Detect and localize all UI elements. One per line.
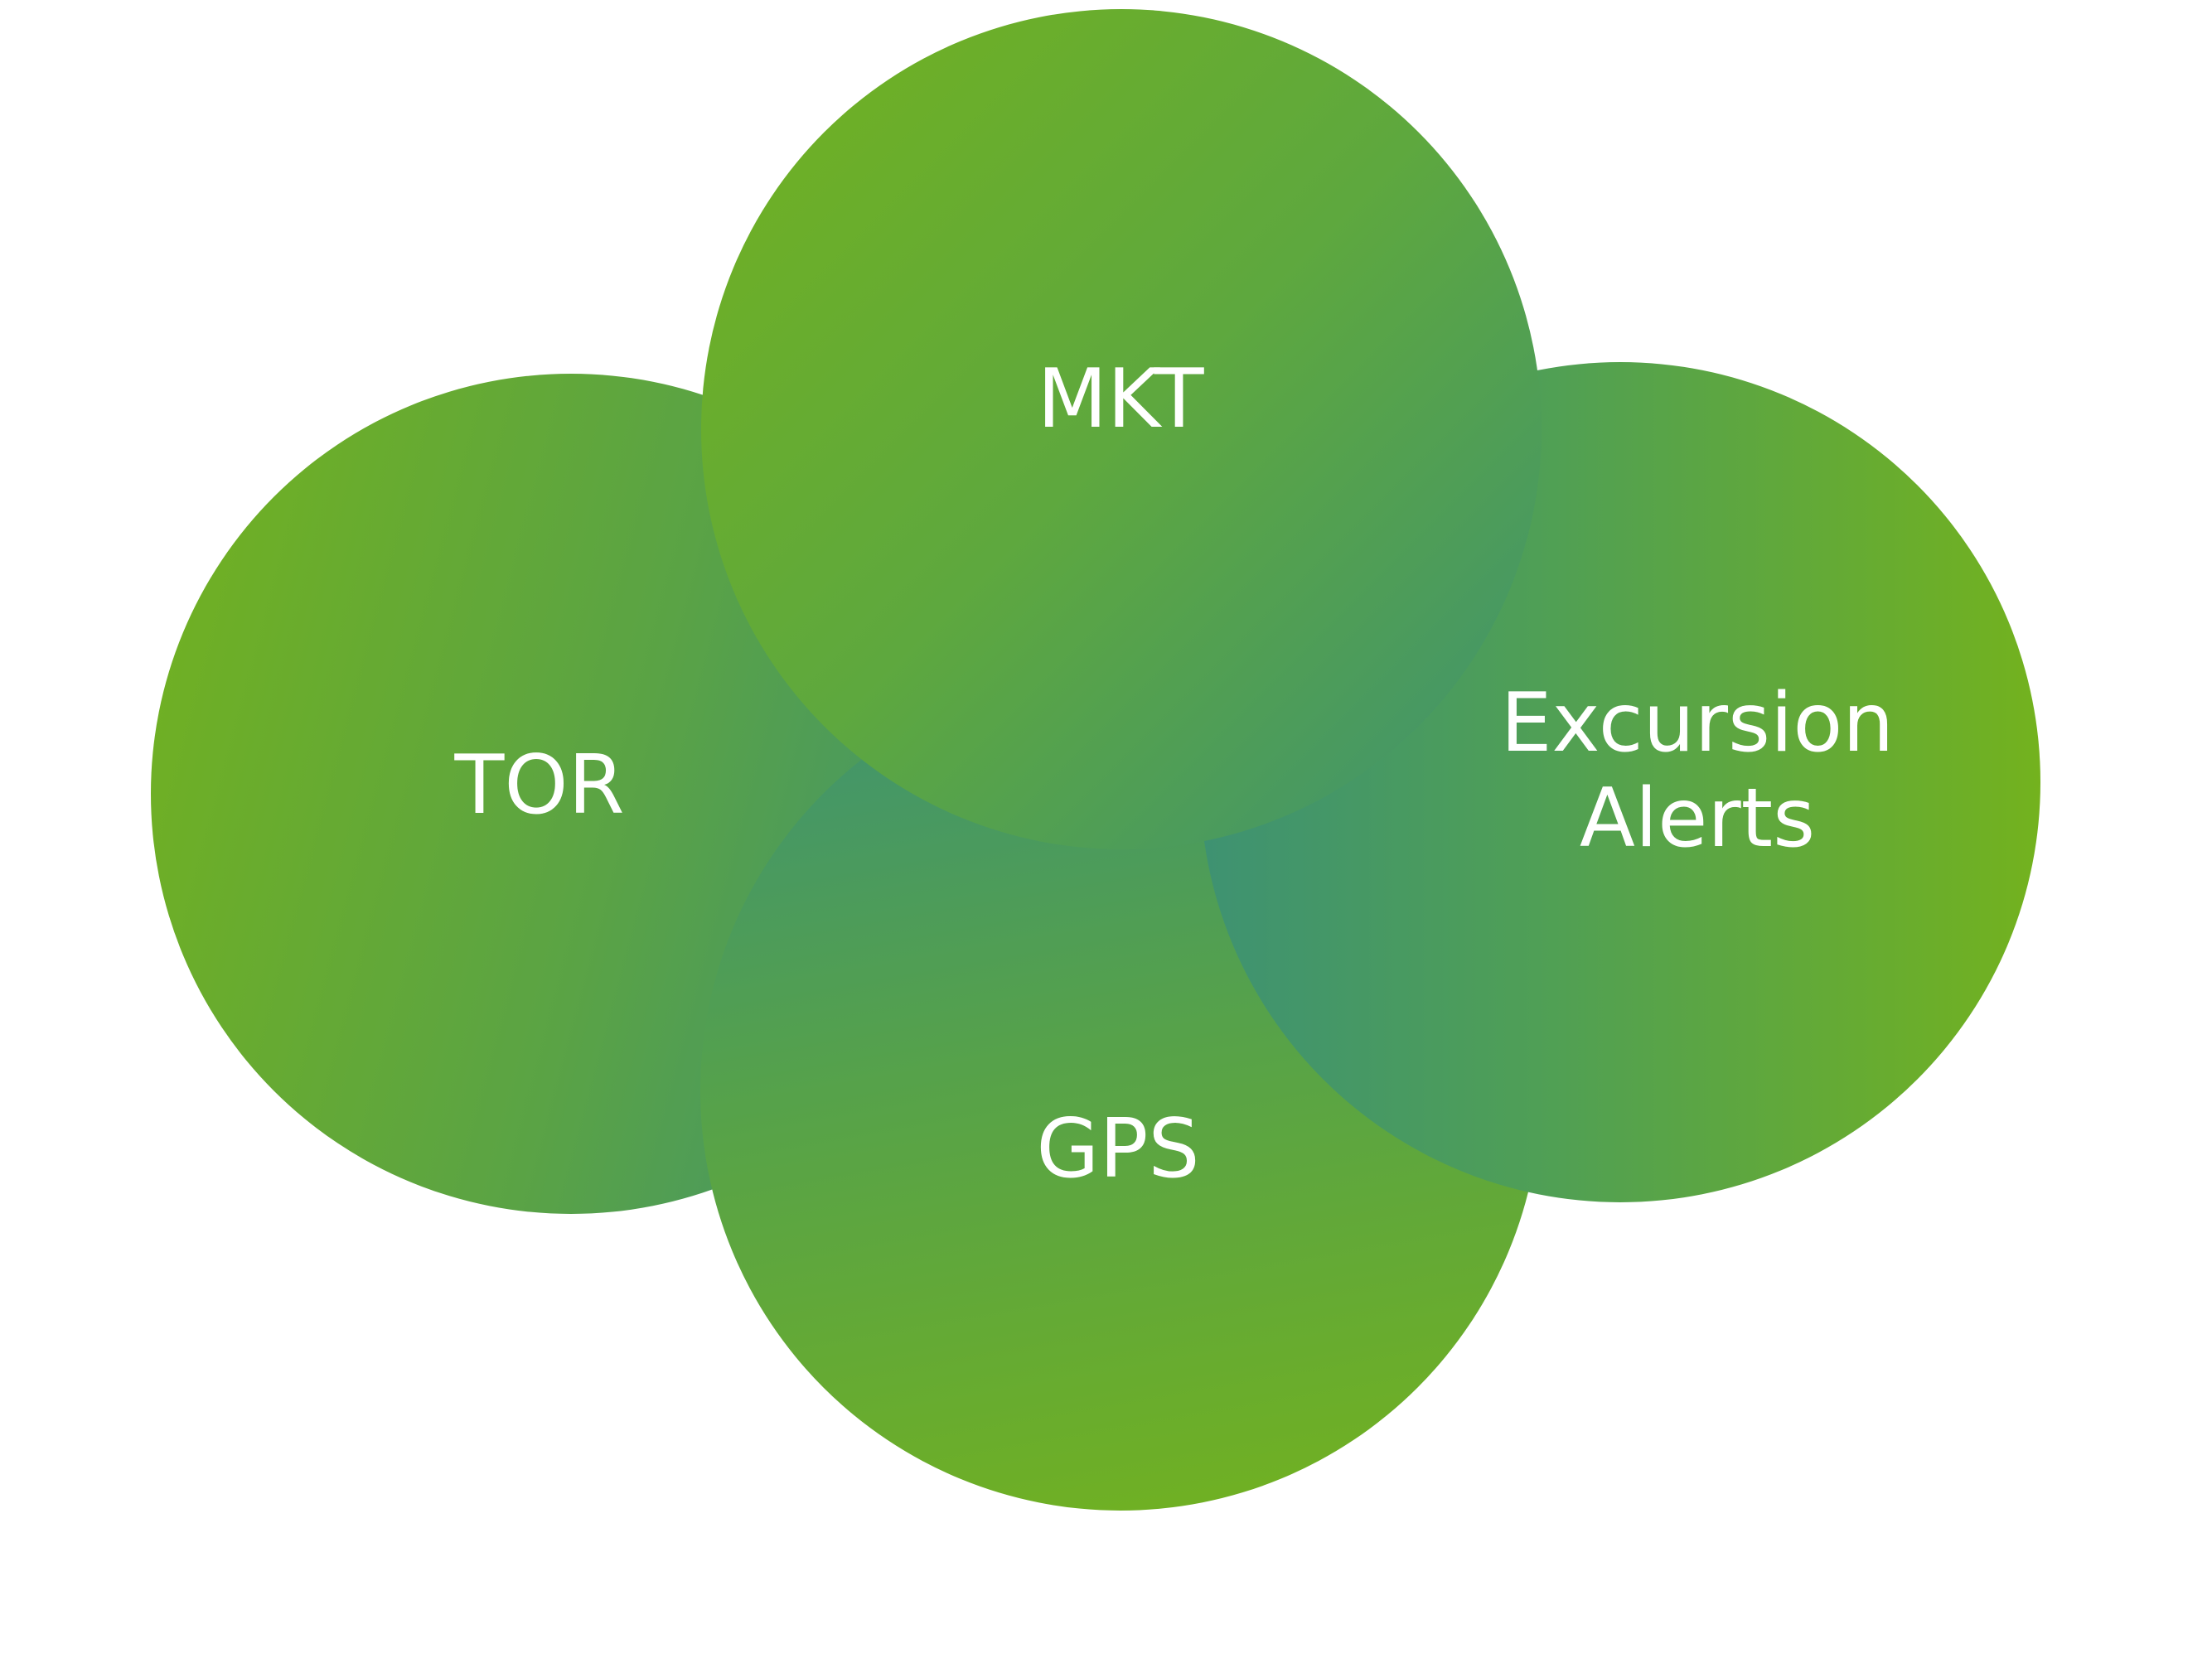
- excursion-alerts-label-line-1: Excursion: [1500, 676, 1895, 771]
- mkt-circle: [701, 9, 1542, 849]
- tor-label: TOR: [454, 738, 625, 833]
- excursion-alerts-label: Excursion Alerts: [1501, 676, 1895, 867]
- mkt-label: MKT: [1037, 352, 1204, 447]
- gps-label: GPS: [1036, 1102, 1200, 1197]
- excursion-alerts-label-line-2: Alerts: [1579, 771, 1816, 866]
